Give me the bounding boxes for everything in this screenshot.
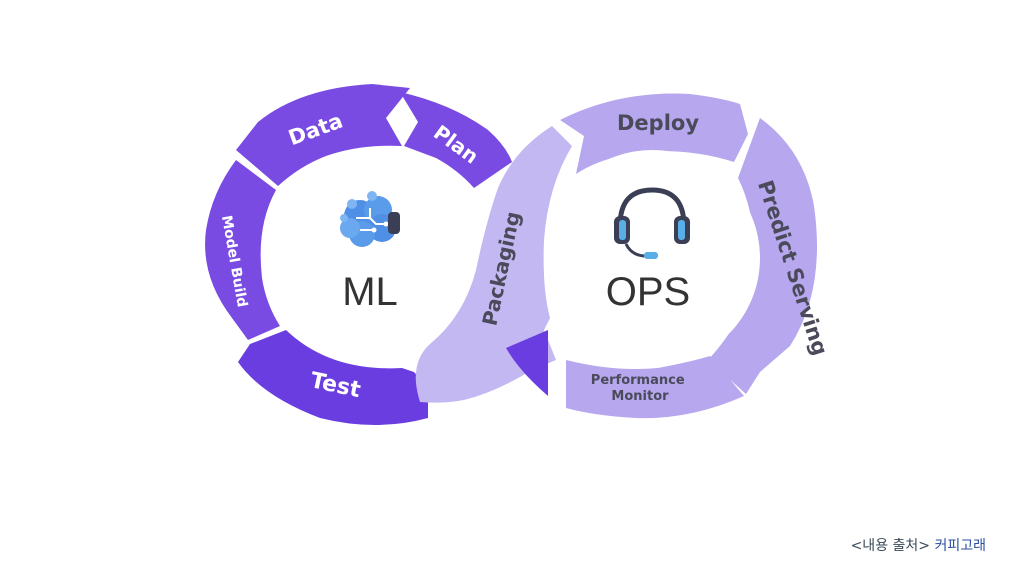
ml-cycle: [205, 84, 512, 425]
ml-arrow-tail: [506, 330, 548, 396]
label-performance-monitor-line2: Monitor: [611, 389, 669, 404]
ops-hub-label: OPS: [606, 270, 690, 314]
ml-hub: [266, 158, 466, 358]
source-brand: 커피고래: [934, 538, 986, 554]
ml-segment-data: [236, 84, 410, 186]
ml-hub-label: ML: [342, 270, 398, 314]
ops-segment-deploy: [560, 93, 748, 174]
ops-segment-packaging: [415, 126, 572, 403]
source-credit: <내용 출처> 커피고래: [851, 535, 986, 555]
ops-segment-performance-monitor: [566, 356, 744, 419]
source-prefix: <내용 출처>: [850, 538, 931, 554]
label-performance-monitor: Performance Monitor: [591, 373, 689, 404]
label-performance-monitor-line1: Performance: [591, 373, 685, 388]
headset-icon: [614, 187, 690, 259]
ops-cycle: [415, 93, 817, 419]
ml-segment-model-build: [205, 160, 280, 340]
brain-network-icon: [340, 191, 400, 247]
ml-segment-test: [238, 330, 428, 425]
ml-segment-plan: [400, 92, 512, 188]
label-deploy: Deploy: [617, 111, 699, 135]
